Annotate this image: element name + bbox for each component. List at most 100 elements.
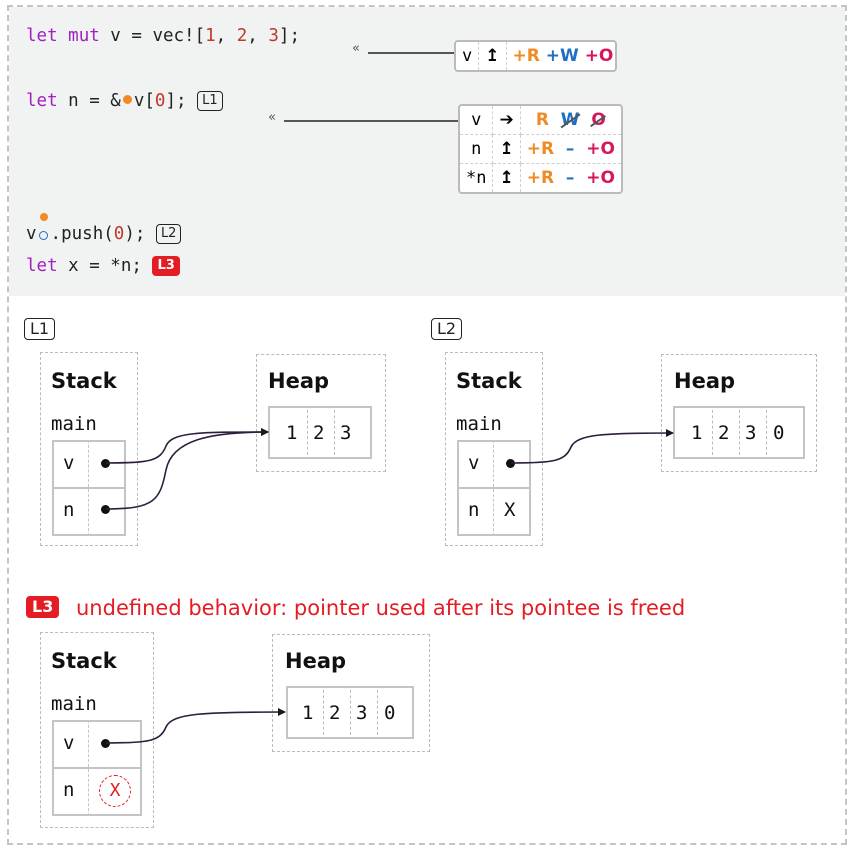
read-permission: R — [535, 110, 549, 130]
arrow-right-icon: ➔ — [492, 106, 521, 135]
row-divider — [52, 487, 126, 489]
undefined-behavior-message: undefined behavior: pointer used after i… — [76, 596, 686, 620]
heap-value: 1 — [302, 702, 314, 724]
permission-values: R W O — [520, 106, 621, 135]
write-permission-none: – — [565, 168, 575, 188]
code-text: ]; — [165, 91, 187, 111]
heap-value: 3 — [356, 702, 368, 724]
permission-row: n ↥ +R – +O — [460, 134, 621, 164]
heap-box — [256, 354, 386, 472]
code-text: v — [26, 224, 37, 244]
frame-name: main — [51, 413, 97, 435]
row-divider — [457, 487, 531, 489]
code-line-1: let mut v = vec![1, 2, 3]; — [26, 24, 300, 48]
stack-title: Stack — [51, 369, 117, 393]
col-divider — [493, 440, 494, 536]
heap-array — [673, 406, 805, 459]
chevron-left-icon: « — [352, 41, 360, 56]
array-separator — [350, 690, 351, 735]
col-divider — [88, 720, 89, 816]
variable-v: v — [63, 732, 75, 754]
diagram-tag-l1: L1 — [24, 318, 56, 340]
code-line-2: let n = &v[0]; L1 — [26, 89, 223, 113]
pointer-dot — [101, 459, 110, 468]
stack-title: Stack — [51, 649, 117, 673]
number-literal: 0 — [113, 224, 125, 244]
figure-frame — [7, 5, 847, 845]
row-divider — [52, 767, 142, 769]
chevron-left-icon: « — [268, 110, 276, 125]
array-separator — [766, 410, 767, 455]
pointer-dot — [101, 505, 110, 514]
write-permission: +W — [545, 46, 579, 66]
location-tag-l2: L2 — [155, 224, 182, 244]
heap-value: 0 — [773, 422, 785, 444]
diagram-tag-l2: L2 — [431, 318, 463, 340]
permission-values: +R – +O — [520, 134, 621, 164]
permission-connector — [284, 120, 458, 122]
variable-n: n — [63, 779, 75, 801]
heap-value: 0 — [384, 702, 396, 724]
frame-name: main — [51, 693, 97, 715]
variable-n: n — [63, 499, 75, 521]
location-tag-l1: L1 — [197, 91, 223, 111]
code-line-3: v .push(0); L2 — [26, 213, 182, 246]
heap-value: 1 — [691, 422, 703, 444]
heap-title: Heap — [674, 369, 736, 393]
own-permission: +O — [586, 168, 615, 188]
permission-path: v — [460, 106, 494, 135]
permission-table-2: v ➔ R W O n ↥ +R – +O *n ↥ +R – +O — [458, 104, 623, 194]
dangling-pointer: X — [99, 775, 131, 807]
number-literal: 1 — [205, 26, 216, 46]
array-separator — [334, 410, 335, 455]
own-permission-lost: O — [591, 110, 606, 130]
invalid-pointer: X — [504, 499, 516, 521]
number-literal: 0 — [154, 91, 166, 111]
code-line-4: let x = *n; L3 — [26, 254, 180, 278]
own-permission: +O — [586, 139, 615, 159]
read-permission: +R — [526, 168, 555, 188]
code-text: v[ — [133, 91, 155, 111]
keyword: let — [26, 26, 58, 46]
frame-name: main — [456, 413, 502, 435]
code-text: .push( — [50, 224, 114, 244]
heap-value: 1 — [286, 422, 298, 444]
number-literal: 2 — [236, 26, 248, 46]
heap-array — [268, 406, 372, 459]
permission-dots-icon — [37, 213, 51, 240]
code-text: ); — [124, 224, 146, 244]
heap-value: 2 — [718, 422, 730, 444]
code-text: , — [247, 26, 269, 46]
permission-connector — [368, 52, 454, 54]
write-permission-lost: W — [560, 110, 580, 130]
read-permission: +R — [526, 139, 555, 159]
heap-array — [286, 686, 414, 739]
number-literal: 3 — [268, 26, 279, 46]
permission-values: +R – +O — [520, 164, 621, 193]
permission-change-icon: ↥ — [478, 42, 507, 70]
code-text: x = *n; — [57, 256, 142, 276]
variable-v: v — [468, 452, 480, 474]
stack-title: Stack — [456, 369, 522, 393]
heap-title: Heap — [285, 649, 347, 673]
heap-value: 3 — [745, 422, 757, 444]
write-permission-none: – — [565, 139, 575, 159]
permission-row: *n ↥ +R – +O — [460, 163, 621, 193]
heap-value: 3 — [340, 422, 352, 444]
permission-change-icon: ↥ — [492, 163, 521, 192]
keyword: let — [26, 91, 58, 111]
code-text: v = vec![ — [99, 26, 206, 46]
heap-value: 2 — [313, 422, 325, 444]
variable-n: n — [468, 499, 480, 521]
permission-change-icon: ↥ — [492, 134, 521, 164]
array-separator — [712, 410, 713, 455]
pointer-dot — [101, 739, 110, 748]
permission-path: *n — [460, 163, 494, 192]
diagram-tag-l3: L3 — [26, 596, 60, 618]
code-panel — [9, 7, 845, 296]
permission-values: +R +W +O — [506, 42, 615, 70]
location-tag-l3: L3 — [152, 256, 180, 276]
heap-title: Heap — [268, 369, 330, 393]
array-separator — [323, 690, 324, 735]
variable-v: v — [63, 452, 75, 474]
